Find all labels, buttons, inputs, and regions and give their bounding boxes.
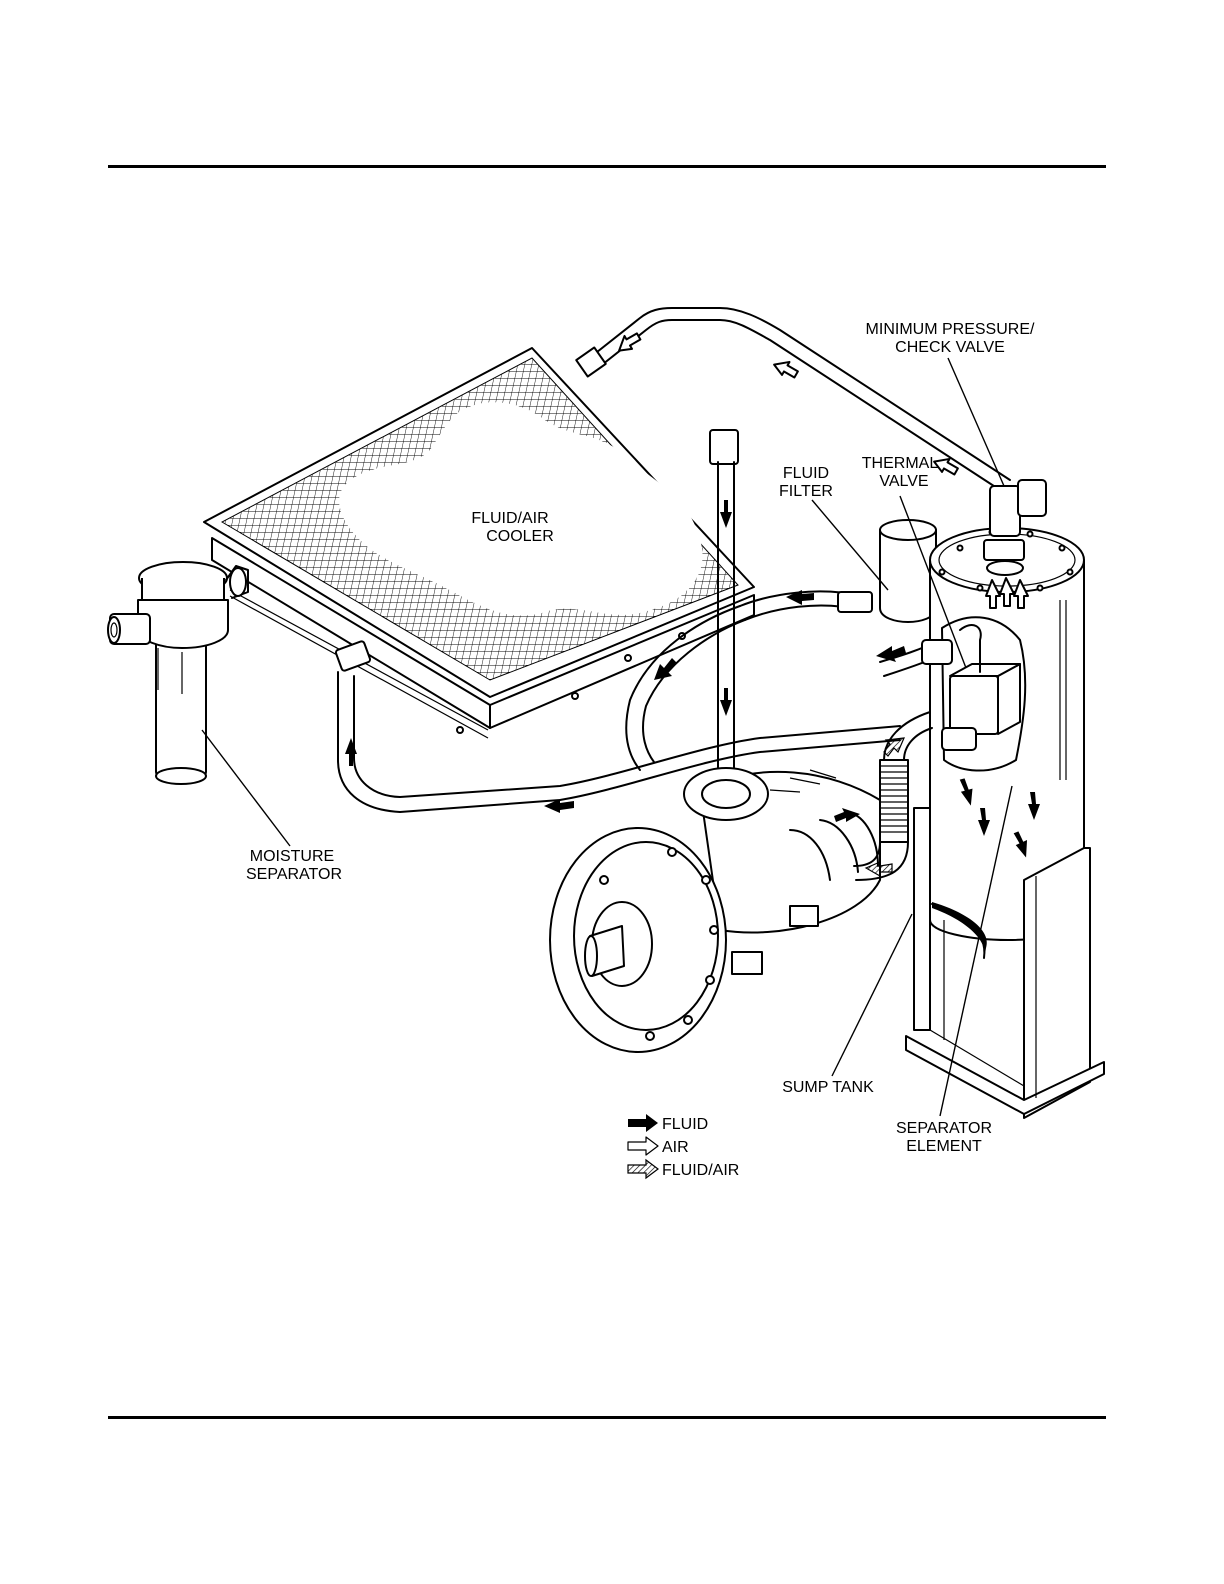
cooler-label-line2: COOLER [486,528,554,545]
fluid-arrow [720,688,732,716]
label-moisture-line1: MOISTURE [250,848,334,865]
label-thermal-line1: THERMAL [862,455,939,472]
fluid-arrow [876,646,906,662]
fluid-filter [838,520,936,622]
moisture-separator [108,562,248,784]
label-filter-line2: FILTER [779,483,833,500]
compressor-airend [550,768,880,1052]
label-moisture-line2: SEPARATOR [246,866,342,883]
fluid-arrow [654,658,677,680]
legend-air-arrow [628,1137,658,1155]
air-arrow [614,330,642,355]
label-separator-line2: ELEMENT [906,1138,982,1155]
label-thermal-line2: VALVE [879,473,928,490]
label-filter-line1: FLUID [783,465,829,482]
leader-sump-tank [832,914,912,1076]
label-min-pressure-line1: MINIMUM PRESSURE/ [866,321,1035,338]
air-arrow [772,356,800,381]
legend-fluid-air-label: FLUID/AIR [662,1162,739,1179]
fluid-arrow [345,738,357,766]
legend-air-label: AIR [662,1139,689,1156]
leader-moisture-separator [202,730,290,846]
label-min-pressure-line2: CHECK VALVE [895,339,1005,356]
label-separator-line1: SEPARATOR [896,1120,992,1137]
legend-fluid-label: FLUID [662,1116,708,1133]
leader-fluid-filter [812,500,888,590]
fluid-air-cooler [204,348,754,738]
fluid-arrow [720,500,732,528]
label-sump-tank: SUMP TANK [782,1079,874,1096]
cooler-label-line1: FLUID/AIR [471,510,548,527]
legend: FLUID AIR FLUID/AIR [628,1114,739,1179]
legend-fluid-arrow [628,1114,658,1132]
legend-fluid-air-arrow [628,1160,658,1178]
